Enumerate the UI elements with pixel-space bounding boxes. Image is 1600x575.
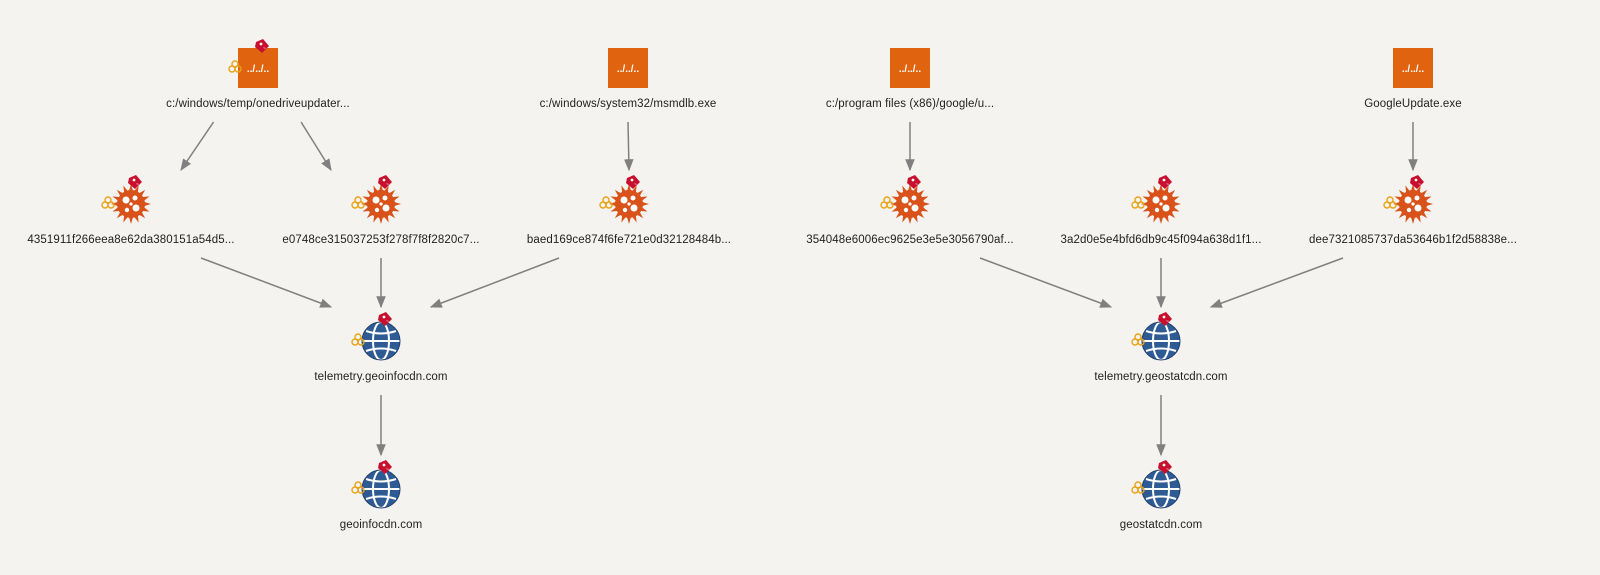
edge-arrow <box>180 121 215 171</box>
tag-icon: ~ <box>377 174 393 190</box>
biohazard-icon <box>1131 333 1145 347</box>
node-label: telemetry.geostatcdn.com <box>1094 371 1228 383</box>
biohazard-icon <box>351 196 365 210</box>
svg-text:~: ~ <box>136 182 139 188</box>
edge-arrow <box>200 257 333 308</box>
tag-icon: ~ <box>625 174 641 190</box>
tag-icon: ~ <box>906 174 922 190</box>
svg-text:~: ~ <box>1418 182 1421 188</box>
svg-text:~: ~ <box>915 182 918 188</box>
svg-text:~: ~ <box>263 46 266 52</box>
tag-icon: ~ <box>1409 174 1425 190</box>
biohazard-icon <box>351 481 365 495</box>
globe-icon <box>1137 465 1185 513</box>
node-label: geoinfocdn.com <box>339 519 423 531</box>
node-label: telemetry.geoinfocdn.com <box>314 371 448 383</box>
node-label: e0748ce315037253f278f7f8f2820c7... <box>282 234 480 246</box>
file-icon: ../../.. <box>886 44 934 92</box>
svg-text:../../..: ../../.. <box>247 64 269 75</box>
tag-icon: ~ <box>377 459 393 475</box>
tag-icon: ~ <box>1157 459 1173 475</box>
node-label: GoogleUpdate.exe <box>1364 98 1462 110</box>
file-icon: ../../.. <box>604 44 652 92</box>
svg-text:~: ~ <box>634 182 637 188</box>
edge-arrow <box>300 121 332 172</box>
node-label: c:/windows/temp/onedriveupdater... <box>166 98 350 110</box>
malware-icon <box>1137 180 1185 228</box>
tag-icon: ~ <box>1157 311 1173 327</box>
globe-icon <box>357 465 405 513</box>
node-label: geostatcdn.com <box>1119 519 1203 531</box>
svg-text:../../..: ../../.. <box>899 64 921 75</box>
tag-icon: ~ <box>127 174 143 190</box>
biohazard-icon <box>1131 196 1145 210</box>
svg-text:../../..: ../../.. <box>1402 64 1424 75</box>
globe-icon <box>357 317 405 365</box>
node-label: c:/windows/system32/msmdlb.exe <box>539 98 717 110</box>
malware-icon <box>107 180 155 228</box>
tag-icon: ~ <box>254 38 270 54</box>
malware-icon <box>886 180 934 228</box>
tag-icon: ~ <box>377 311 393 327</box>
svg-text:~: ~ <box>386 319 389 325</box>
malware-icon <box>357 180 405 228</box>
edge-arrow <box>1209 257 1344 308</box>
biohazard-icon <box>228 60 242 74</box>
svg-text:../../..: ../../.. <box>617 64 639 75</box>
svg-text:~: ~ <box>1166 319 1169 325</box>
file-icon: ../../.. <box>234 44 282 92</box>
node-label: 3a2d0e5e4bfd6db9c45f094a638d1f1... <box>1060 234 1262 246</box>
biohazard-icon <box>351 333 365 347</box>
biohazard-icon <box>599 196 613 210</box>
node-label: 354048e6006ec9625e3e5e3056790af... <box>806 234 1014 246</box>
edge-arrow <box>429 257 560 308</box>
biohazard-icon <box>101 196 115 210</box>
svg-text:~: ~ <box>1166 182 1169 188</box>
malware-icon <box>1389 180 1437 228</box>
biohazard-icon <box>880 196 894 210</box>
node-label: 4351911f266eea8e62da380151a54d5... <box>27 234 235 246</box>
svg-text:~: ~ <box>386 182 389 188</box>
node-label: dee7321085737da53646b1f2d58838e... <box>1308 234 1518 246</box>
node-label: baed169ce874f6fe721e0d32128484b... <box>526 234 732 246</box>
edge-arrow <box>623 121 634 172</box>
node-label: c:/program files (x86)/google/u... <box>825 98 995 110</box>
tag-icon: ~ <box>1157 174 1173 190</box>
svg-text:~: ~ <box>1166 467 1169 473</box>
biohazard-icon <box>1383 196 1397 210</box>
file-icon: ../../.. <box>1389 44 1437 92</box>
biohazard-icon <box>1131 481 1145 495</box>
edge-arrow <box>979 257 1113 308</box>
svg-text:~: ~ <box>386 467 389 473</box>
malware-icon <box>605 180 653 228</box>
